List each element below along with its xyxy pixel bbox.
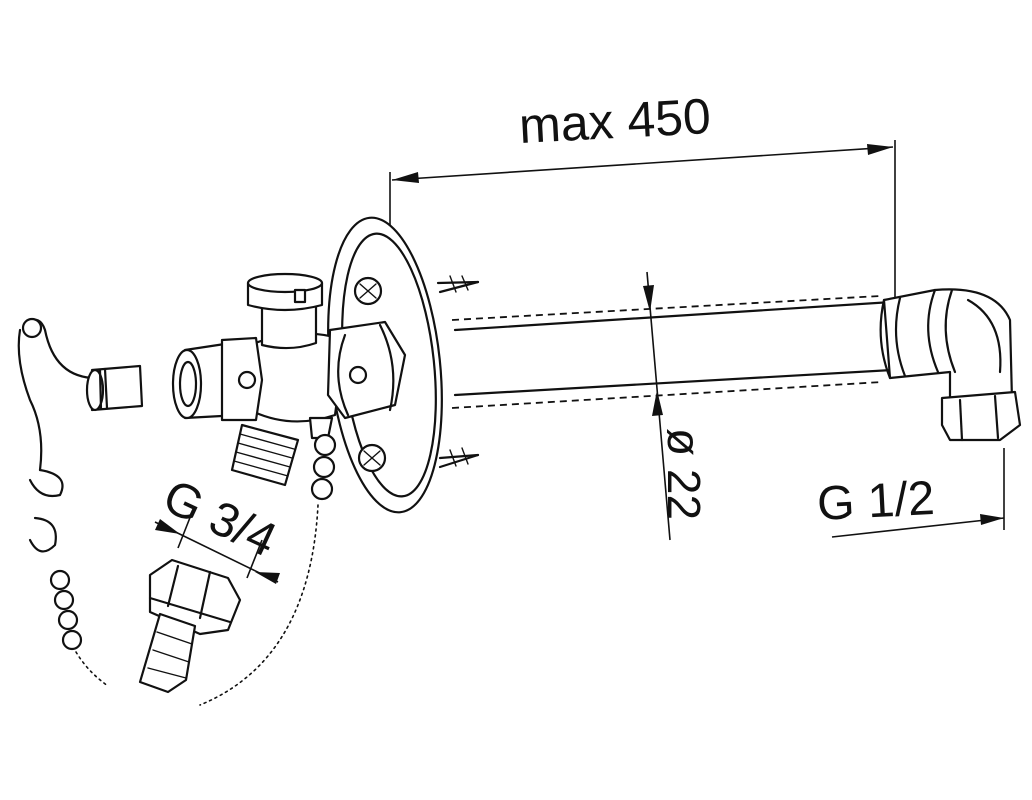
valve-inlet-nozzle — [171, 336, 264, 422]
wall-pipe — [451, 295, 894, 409]
valve-chain — [199, 433, 337, 706]
hook-chain — [49, 569, 109, 687]
inlet-thread-label: G 1/2 — [816, 472, 936, 531]
hose-connector — [138, 558, 242, 694]
length-dimension: max 450 — [389, 88, 896, 300]
max-length-label: max 450 — [518, 88, 712, 154]
hanging-hook — [17, 317, 102, 553]
nozzle-cap — [85, 364, 144, 412]
pipe-diameter-label: ø 22 — [658, 428, 710, 520]
screw-bottom — [357, 443, 387, 473]
screw-top — [353, 276, 383, 306]
diameter-dimension: ø 22 — [643, 271, 710, 541]
inlet-thread-dimension: G 1/2 — [816, 448, 1005, 538]
wall-anchor-top — [436, 275, 480, 294]
wall-anchor-bottom — [438, 447, 480, 469]
elbow-fitting — [879, 288, 1022, 442]
valve-body — [230, 272, 407, 487]
